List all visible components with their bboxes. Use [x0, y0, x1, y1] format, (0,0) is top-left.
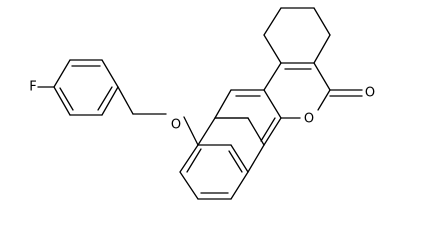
bond — [313, 7, 331, 36]
bond — [263, 34, 282, 64]
aryl-ch2-bond — [117, 86, 134, 115]
bond — [53, 86, 71, 116]
bond — [101, 59, 119, 88]
bond — [263, 7, 282, 36]
bond — [179, 171, 199, 200]
double-bond-inner — [228, 150, 243, 173]
bond — [313, 34, 331, 64]
bond — [317, 89, 331, 111]
bond — [230, 144, 249, 173]
bond — [263, 89, 282, 119]
bond — [263, 62, 282, 91]
ether-oxygen-label: O — [171, 118, 181, 133]
cyclohexene-ring — [263, 7, 331, 64]
central-aromatic-ring — [214, 89, 282, 146]
o-aryl-bond — [183, 116, 199, 146]
double-bond-inner — [260, 117, 276, 142]
double-bond-inner — [186, 148, 202, 173]
fluorine-atom-label: F — [29, 80, 36, 95]
ring-oxygen-label: O — [304, 112, 314, 127]
fluorophenyl-ring — [53, 59, 119, 116]
bond — [247, 144, 265, 173]
double-bond-inner — [97, 86, 113, 111]
bond — [179, 144, 199, 173]
bond — [197, 117, 216, 146]
bond — [53, 59, 71, 88]
bond — [214, 89, 232, 119]
naphthalene-lower-ring — [179, 144, 249, 200]
lactone-ring — [263, 62, 331, 119]
double-bond-inner — [59, 87, 74, 111]
bond — [101, 86, 119, 116]
bond — [313, 62, 331, 91]
bond — [230, 171, 249, 200]
carbonyl-oxygen-label: O — [365, 86, 375, 101]
bond — [263, 117, 282, 146]
molecule-structure-diagram: F O — [29, 7, 375, 200]
